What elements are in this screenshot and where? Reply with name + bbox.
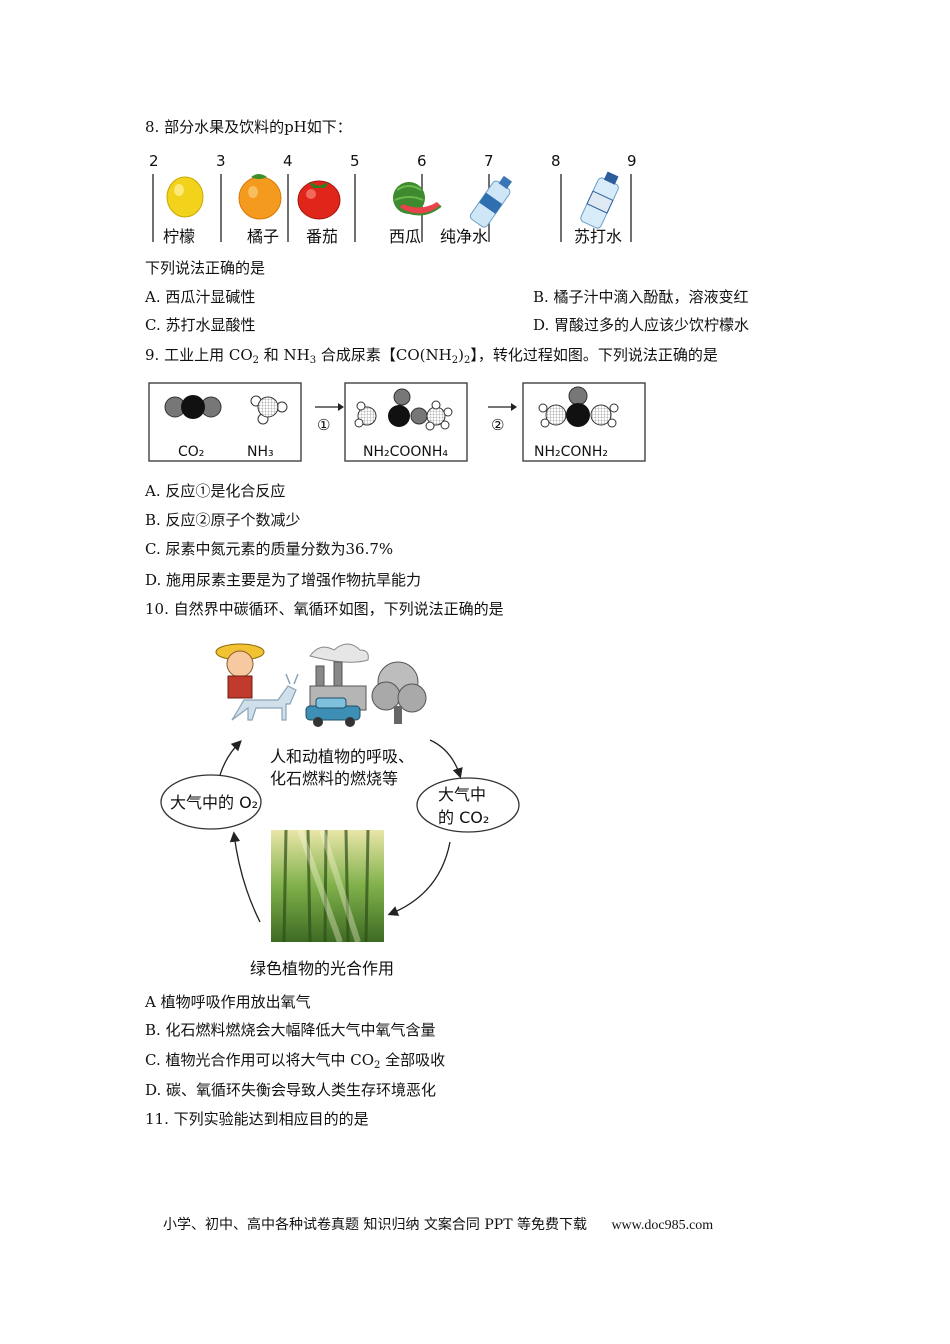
q9-stem: 9. 工业上用 CO2 和 NH3 合成尿素【CO(NH2)2】，转化过程如图。… xyxy=(145,345,718,371)
q11-stem: 11. 下列实验能达到相应目的的是 xyxy=(145,1110,369,1128)
q9-stem-part: ) xyxy=(458,346,464,364)
water-bottle-icon xyxy=(469,175,513,228)
q8-option-b: B. 橘子汁中滴入酚酞，溶液变红 xyxy=(533,288,749,306)
ph-tick-3: 3 xyxy=(216,152,226,170)
label-lemon: 柠檬 xyxy=(163,227,195,246)
q10-option-c-part: 全部吸收 xyxy=(380,1051,446,1069)
tomato-icon xyxy=(297,180,341,220)
diagram-right-line1: 大气中 xyxy=(438,785,486,804)
q9-stem-sub: 2 xyxy=(463,355,471,366)
arrow-o2-to-top xyxy=(219,740,242,776)
factory-illustration xyxy=(309,643,369,711)
urea-molecule xyxy=(538,386,619,428)
q9-stem-sub: 2 xyxy=(252,355,259,366)
diagram-top-line1: 人和动植物的呼吸、 xyxy=(270,747,414,766)
deer-illustration xyxy=(231,673,299,721)
diagram-right-line2: 的 CO₂ xyxy=(438,808,489,827)
q8-question: 下列说法正确的是 xyxy=(145,259,266,277)
arrow-plants-to-o2 xyxy=(229,831,261,923)
q10-option-c-part: C. 植物光合作用可以将大气中 CO xyxy=(145,1051,375,1069)
q10-option-c-sub: 2 xyxy=(374,1060,381,1071)
label-nh3: NH₃ xyxy=(247,444,274,460)
q9-stem-part: 】，转化过程如图。下列说法正确的是 xyxy=(470,346,718,364)
q10-option-c: C. 植物光合作用可以将大气中 CO2 全部吸收 xyxy=(145,1050,445,1076)
label-urea: NH₂CONH₂ xyxy=(534,444,608,460)
diagram-left-ellipse: 大气中的 O₂ xyxy=(170,793,258,812)
q10-option-a: A 植物呼吸作用放出氧气 xyxy=(145,993,311,1011)
page-footer: 小学、初中、高中各种试卷真题 知识归纳 文案合同 PPT 等免费下载 www.d… xyxy=(163,1214,713,1234)
q9-stem-sub: 3 xyxy=(309,355,317,366)
nh2coonh4-molecule xyxy=(354,388,453,431)
orange-icon xyxy=(238,174,282,220)
arrow-top-to-co2 xyxy=(429,739,463,779)
q9-stem-part: 9. 工业上用 CO xyxy=(145,346,253,364)
q8-option-d: D. 胃酸过多的人应该少饮柠檬水 xyxy=(533,316,750,334)
q8-option-a: A. 西瓜汁显碱性 xyxy=(145,288,256,306)
tree-illustration xyxy=(371,661,427,724)
q9-stem-part: 和 NH xyxy=(259,346,310,364)
diagram-top-line2: 化石燃料的燃烧等 xyxy=(270,769,398,788)
q9-stem-sub: 2 xyxy=(451,355,459,366)
box-reactants xyxy=(148,382,302,462)
forest-image xyxy=(271,828,384,944)
step2-label: ② xyxy=(491,416,504,434)
ph-tick-6: 6 xyxy=(417,152,427,170)
diagram-bottom: 绿色植物的光合作用 xyxy=(250,959,394,978)
q8-stem: 8. 部分水果及饮料的pH如下： xyxy=(145,118,352,136)
q9-option-a: A. 反应①是化合反应 xyxy=(145,482,286,500)
label-watermelon: 西瓜 xyxy=(389,227,421,246)
arrow-co2-to-plants xyxy=(387,841,451,916)
footer-url[interactable]: www.doc985.com xyxy=(611,1218,714,1233)
q10-option-d: D. 碳、氧循环失衡会导致人类生存环境恶化 xyxy=(145,1081,437,1099)
q9-option-b: B. 反应②原子个数减少 xyxy=(145,511,301,529)
watermelon-icon xyxy=(393,182,442,216)
label-co2: CO₂ xyxy=(178,444,204,460)
label-tomato: 番茄 xyxy=(306,227,338,246)
soda-bottle-icon xyxy=(580,171,619,229)
ph-tick-2: 2 xyxy=(149,152,159,170)
carbon-oxygen-cycle-diagram: 人和动植物的呼吸、 化石燃料的燃烧等 大气中的 O₂ 大气中 的 CO₂ 绿色植… xyxy=(160,643,520,978)
ph-scale-figure: 2 3 4 5 6 7 8 9 xyxy=(149,152,637,246)
q9-option-c: C. 尿素中氮元素的质量分数为36.7% xyxy=(145,540,394,558)
q9-stem-part: 合成尿素【CO(NH xyxy=(316,346,452,364)
nh3-molecule xyxy=(250,395,288,425)
ph-tick-4: 4 xyxy=(283,152,293,170)
ellipse-atmosphere-co2 xyxy=(416,777,520,833)
q9-option-d: D. 施用尿素主要是为了增强作物抗旱能力 xyxy=(145,571,422,589)
lemon-icon xyxy=(166,176,204,218)
q10-stem: 10. 自然界中碳循环、氧循环如图，下列说法正确的是 xyxy=(145,600,504,618)
ellipse-atmosphere-o2 xyxy=(160,774,262,830)
step1-label: ① xyxy=(317,416,330,434)
label-pure-water: 纯净水 xyxy=(440,227,488,246)
ph-tick-9: 9 xyxy=(627,152,637,170)
co2-molecule xyxy=(164,395,222,419)
footer-text: 小学、初中、高中各种试卷真题 知识归纳 文案合同 PPT 等免费下载 xyxy=(163,1217,587,1233)
label-orange: 橘子 xyxy=(247,227,279,246)
label-soda-water: 苏打水 xyxy=(574,227,622,246)
ph-tick-7: 7 xyxy=(484,152,494,170)
q10-option-b: B. 化石燃料燃烧会大幅降低大气中氧气含量 xyxy=(145,1021,436,1039)
q8-option-c: C. 苏打水显酸性 xyxy=(145,316,256,334)
car-illustration xyxy=(305,697,361,727)
urea-synthesis-diagram: CO₂ NH₃ ① NH₂COONH₄ ② NH₂CONH₂ xyxy=(148,382,646,462)
label-nh2coonh4: NH₂COONH₄ xyxy=(363,444,448,460)
ph-tick-8: 8 xyxy=(551,152,561,170)
ph-tick-5: 5 xyxy=(350,152,360,170)
farmer-illustration xyxy=(215,643,265,699)
